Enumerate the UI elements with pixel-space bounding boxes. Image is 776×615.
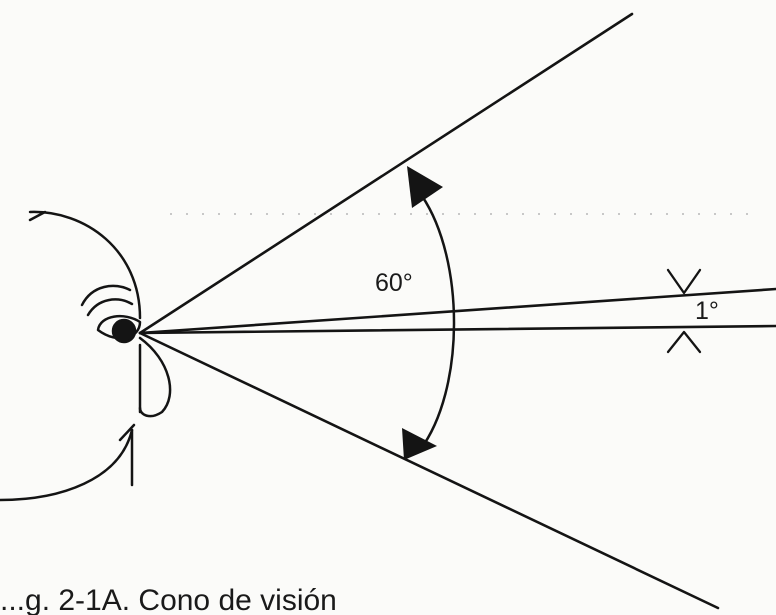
- wide-angle-label: 60°: [375, 269, 413, 297]
- narrow-ray-upper: [138, 287, 776, 335]
- upper-ray: [138, 12, 634, 335]
- nose: [138, 336, 172, 418]
- figure-caption: ...g. 2-1A. Cono de visión: [0, 584, 337, 615]
- arrowhead-bottom: [402, 428, 437, 460]
- narrow-angle-marks: [666, 268, 702, 354]
- head-outline-top: [28, 210, 142, 320]
- tick-lower: [666, 330, 702, 354]
- mouth: [118, 423, 136, 442]
- lower-ray: [138, 331, 720, 610]
- eyebrow-1: [80, 284, 132, 307]
- back-of-head-tick: [28, 210, 47, 222]
- head-profile: [0, 210, 172, 502]
- wide-angle-arc: [402, 166, 456, 460]
- pupil: [111, 318, 137, 344]
- narrow-angle-label: 1°: [695, 297, 719, 325]
- tick-upper: [666, 268, 702, 295]
- narrow-ray-lower: [138, 324, 776, 335]
- cone-rays: [138, 12, 776, 610]
- eyebrow-2: [86, 298, 134, 317]
- arrowhead-top: [407, 166, 443, 208]
- head-outline-bottom: [0, 428, 134, 502]
